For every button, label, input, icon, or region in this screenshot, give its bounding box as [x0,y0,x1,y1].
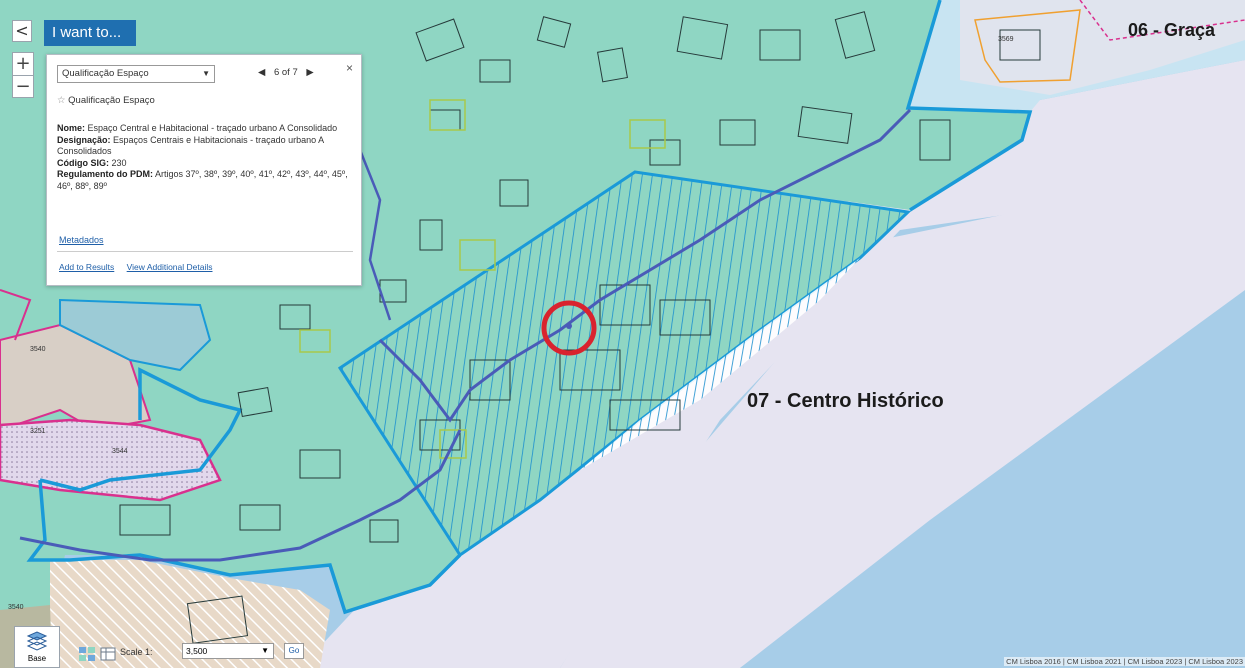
parcel-striped [50,560,330,668]
scale-select[interactable]: 3,500 ▼ [182,643,274,659]
graca-zone [960,0,1245,95]
attribute-row: Código SIG: 230 [57,158,355,170]
feature-title: ☆ Qualificação Espaço [57,95,155,106]
waterfront-band-2 [560,165,1245,668]
district-line-left [0,289,32,341]
previous-feature-button[interactable]: ◀ [258,67,266,78]
parcel-topright-orange [974,9,1081,83]
bottom-toolbar: Base Scale 1: 3,500 ▼ Go [0,618,320,668]
metadata-link[interactable]: Metadados [59,235,104,245]
attribute-row: Nome: Espaço Central e Habitacional - tr… [57,123,355,135]
attribute-value: Espaço Central e Habitacional - traçado … [87,123,338,133]
i-want-to-button[interactable]: I want to... [44,20,136,46]
green-parcel-outlines [299,99,666,459]
basemap-icon [26,631,48,651]
parcel-id-label: 3544 [112,448,128,455]
chevron-down-icon: ▼ [202,69,210,78]
popup-actions: Add to Results View Additional Details [59,262,223,272]
attribute-label: Designação: [57,134,111,145]
attribute-value: 230 [111,157,127,168]
scale-value: 3,500 [186,646,208,656]
go-button[interactable]: Go [284,643,304,659]
layers-grid-icon[interactable] [78,646,96,662]
zoom-control: + − [12,52,34,98]
parcel-dotted [0,418,222,502]
feature-info-popup: Qualificação Espaço ▼ ◀ 6 of 7 ▶ × ☆ Qua… [46,54,362,286]
divider [57,251,353,252]
zoom-in-button[interactable]: + [13,53,33,76]
boundary-blue-left [39,367,243,492]
parcel-dots-small [59,298,212,372]
highlight-marker [541,300,597,356]
hatched-wedge [580,258,860,470]
next-feature-button[interactable]: ▶ [306,67,314,78]
map-attribution: CM Lisboa 2016 | CM Lisboa 2021 | CM Lis… [1004,657,1245,666]
highlight-point [566,323,572,329]
feature-pager: ◀ 6 of 7 ▶ [255,67,317,78]
scale-label: Scale 1: [120,647,153,657]
district-dashed-line [1079,0,1245,41]
chevron-down-icon: ▼ [261,646,269,655]
boundary-blue-main [905,0,1033,212]
attribute-value: Espaços Centrais e Habitacionais - traça… [57,134,324,157]
parcel-id-label: 3540 [8,604,24,611]
star-icon[interactable]: ☆ [57,95,66,106]
attribute-value: Artigos 37º, 38º, 39º, 40º, 41º, 42º, 43… [57,169,348,191]
street-line-3 [358,149,392,321]
zoom-out-button[interactable]: − [15,76,31,97]
attribute-row: Designação: Espaços Centrais e Habitacio… [57,135,355,158]
waterfront-band [300,60,1245,668]
attribute-row: Regulamento do PDM: Artigos 37º, 38º, 39… [57,169,355,192]
back-button[interactable]: < [12,20,32,42]
table-icon[interactable] [100,646,116,662]
parcel-id-label: 3569 [998,36,1014,43]
add-to-results-link[interactable]: Add to Results [59,262,115,272]
view-additional-details-link[interactable]: View Additional Details [126,262,213,272]
boundary-blue-bottom [26,479,462,615]
layer-select[interactable]: Qualificação Espaço ▼ [57,65,215,83]
district-label-graca: 06 - Graça [1128,20,1216,40]
basemap-button[interactable]: Base [14,626,60,668]
parcel-id-label: 3251 [30,428,46,435]
feature-attributes: Nome: Espaço Central e Habitacional - tr… [57,123,355,192]
street-line-2 [19,429,462,562]
pager-count: 6 of 7 [273,67,298,78]
layer-select-value: Qualificação Espaço [62,68,149,79]
attribute-label: Código SIG: [57,157,109,168]
feature-title-text: Qualificação Espaço [68,95,155,106]
close-popup-button[interactable]: × [345,61,353,75]
parcel-id-label: 3540 [30,346,46,353]
district-label-centro-historico: 07 - Centro Histórico [747,390,944,412]
attribute-label: Nome: [57,123,86,133]
right-river [740,290,1245,668]
attribute-label: Regulamento do PDM: [57,169,153,179]
street-line [378,108,912,423]
basemap-label: Base [27,654,47,663]
